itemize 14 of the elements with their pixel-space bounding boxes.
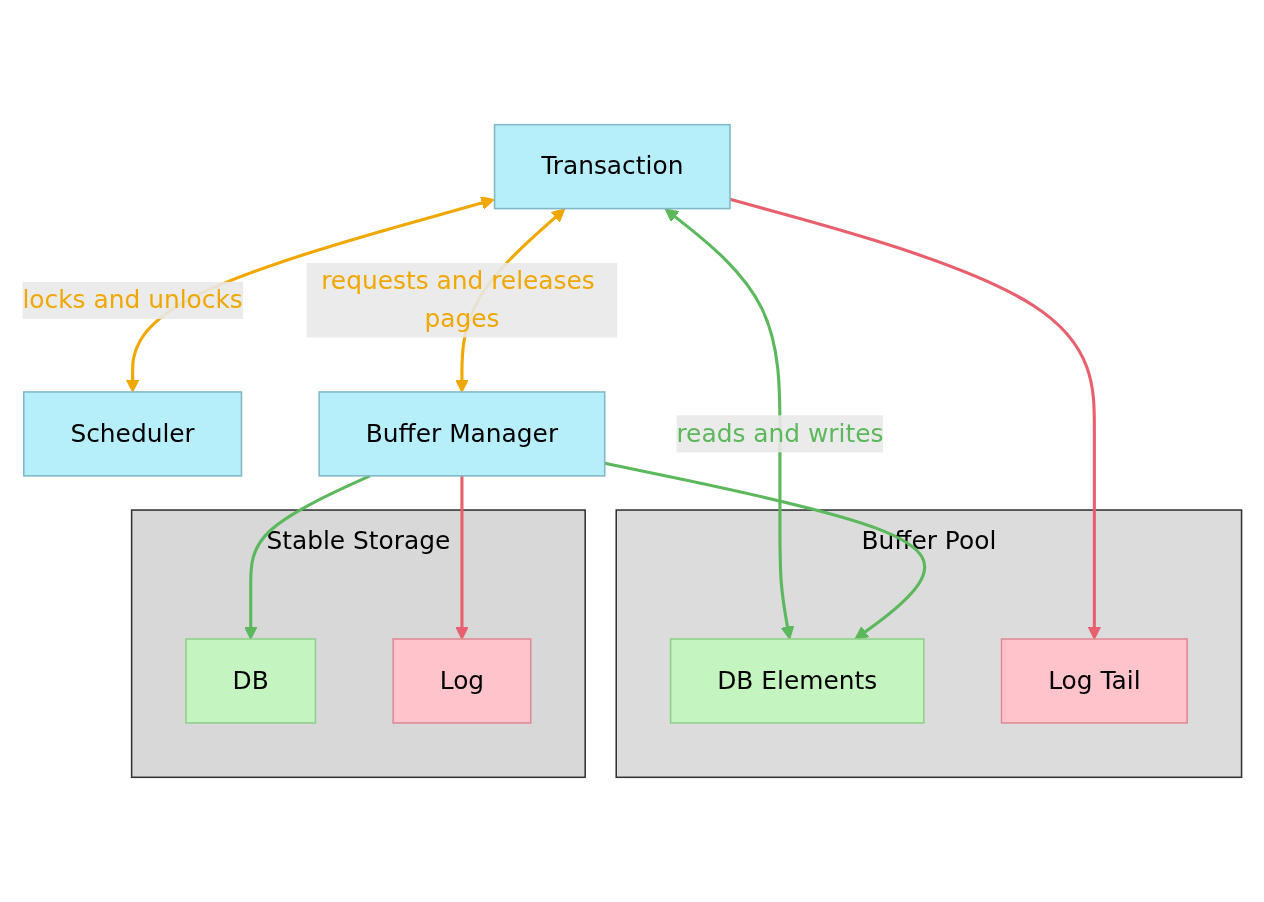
arrow <box>604 461 927 640</box>
node-box: Transaction <box>493 123 731 210</box>
node-box: Log <box>392 638 532 724</box>
node-box: DB Elements <box>669 638 925 724</box>
node-box: Log Tail <box>1000 638 1188 724</box>
node-box: DB <box>185 638 317 724</box>
node-box: Scheduler <box>23 391 243 477</box>
node-box: Buffer Manager <box>318 391 606 477</box>
arrow <box>243 474 371 640</box>
edge-label: reads and writes <box>676 418 884 448</box>
edge-label: locks and unlocks <box>22 284 243 315</box>
arrow <box>455 475 469 640</box>
arrow <box>664 208 795 640</box>
edge-label: requests and releases pages <box>321 266 595 333</box>
